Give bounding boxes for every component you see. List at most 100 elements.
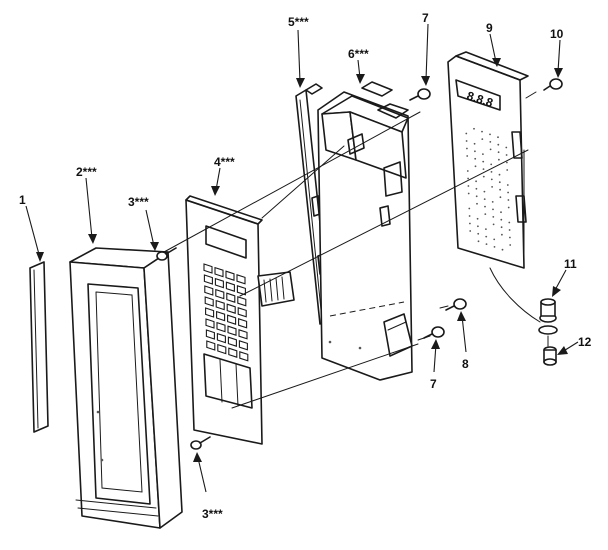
- keypad-key: [228, 347, 238, 358]
- board-dot: [474, 157, 477, 160]
- board-dot: [491, 186, 493, 188]
- board-dot: [475, 195, 478, 198]
- board-dot: [500, 226, 503, 229]
- board-dot: [465, 132, 468, 135]
- keypad-key: [238, 318, 248, 329]
- part-8-screw: [445, 298, 467, 311]
- keypad-key: [226, 292, 236, 303]
- board-dot: [466, 155, 469, 157]
- callout-10: 10: [550, 27, 564, 41]
- board-dot: [469, 222, 471, 225]
- keypad-key: [206, 340, 216, 351]
- callout-12: 12: [578, 335, 592, 349]
- board-dot: [482, 168, 485, 171]
- keypad-key: [204, 285, 214, 296]
- board-dot: [473, 142, 476, 145]
- board-dot: [505, 146, 508, 149]
- keypad-key: [205, 318, 215, 329]
- keypad-key: [216, 310, 226, 322]
- board-circuit-pattern: [465, 127, 512, 251]
- board-dot: [482, 160, 485, 163]
- keypad-key: [214, 266, 224, 278]
- board-dot: [490, 178, 493, 181]
- keypad-key: [203, 274, 213, 285]
- board-dot: [467, 177, 469, 180]
- board-dot: [489, 133, 491, 136]
- keypad-key: [227, 336, 237, 347]
- part-7-screw-lower: [423, 326, 445, 339]
- board-dot: [499, 196, 502, 199]
- callout-7-lower: 7: [430, 377, 437, 391]
- keypad-buttons: [203, 263, 249, 362]
- board-dot: [490, 171, 493, 173]
- board-dot: [506, 161, 508, 164]
- board-dot: [477, 225, 479, 228]
- board-dot: [489, 141, 492, 143]
- callout-4: 4***: [214, 155, 235, 169]
- board-dot: [492, 208, 494, 211]
- board-dot: [482, 175, 485, 178]
- board-dot: [467, 185, 470, 187]
- part-4-control-panel: [185, 195, 295, 445]
- keypad-key: [226, 303, 236, 314]
- callout-2: 2***: [76, 165, 97, 179]
- keypad-key: [216, 332, 226, 344]
- board-dot: [493, 246, 496, 248]
- board-dot: [507, 199, 510, 201]
- callout-leaders: [25, 23, 579, 493]
- part-12-fastener: [543, 346, 557, 366]
- board-dot: [498, 158, 500, 161]
- part-3-screw-upper: [156, 247, 177, 261]
- board-dot: [467, 192, 470, 195]
- board-dot: [489, 148, 492, 151]
- board-dot: [473, 127, 475, 130]
- board-dot: [508, 221, 511, 224]
- board-dot: [492, 223, 495, 226]
- board-dot: [466, 147, 468, 150]
- keypad-key: [215, 288, 225, 300]
- board-dot: [498, 173, 501, 176]
- part-1-strip: [29, 261, 49, 433]
- keypad-key: [203, 263, 213, 274]
- board-dot: [485, 228, 487, 231]
- keypad-key: [236, 274, 246, 285]
- board-dot: [483, 198, 486, 201]
- board-dot: [506, 184, 509, 186]
- board-dot: [497, 151, 500, 154]
- board-dot: [493, 238, 496, 241]
- part-10-screw: [543, 78, 563, 91]
- board-dot: [477, 240, 480, 243]
- board-dot: [476, 217, 479, 220]
- board-dot: [490, 163, 493, 166]
- part-3-screw-lower: [190, 436, 211, 450]
- keypad-key: [204, 296, 214, 307]
- board-dot: [481, 138, 484, 141]
- keypad-key: [205, 307, 215, 318]
- board-dot: [468, 207, 471, 210]
- keypad-key: [237, 307, 247, 318]
- part-9-display-board: 8.8.8: [447, 51, 541, 323]
- board-dot: [501, 248, 504, 251]
- board-dot: [509, 244, 512, 246]
- board-dot: [505, 154, 508, 156]
- board-dot: [484, 213, 487, 216]
- board-dot: [501, 233, 503, 236]
- keypad-key: [225, 281, 235, 292]
- part-11-grommet: [538, 298, 558, 335]
- board-dot: [492, 216, 495, 218]
- callout-7-upper: 7: [422, 11, 429, 25]
- board-dot: [507, 191, 509, 194]
- board-dot: [498, 181, 501, 184]
- keypad-key: [238, 340, 248, 351]
- board-dot: [482, 153, 484, 156]
- callout-11: 11: [564, 257, 577, 271]
- keypad-key: [227, 314, 237, 325]
- board-dot: [483, 190, 486, 193]
- keypad-key: [205, 329, 215, 340]
- board-dot: [484, 205, 486, 208]
- board-dot: [476, 202, 478, 205]
- board-dot: [466, 170, 469, 172]
- board-dot: [500, 211, 502, 214]
